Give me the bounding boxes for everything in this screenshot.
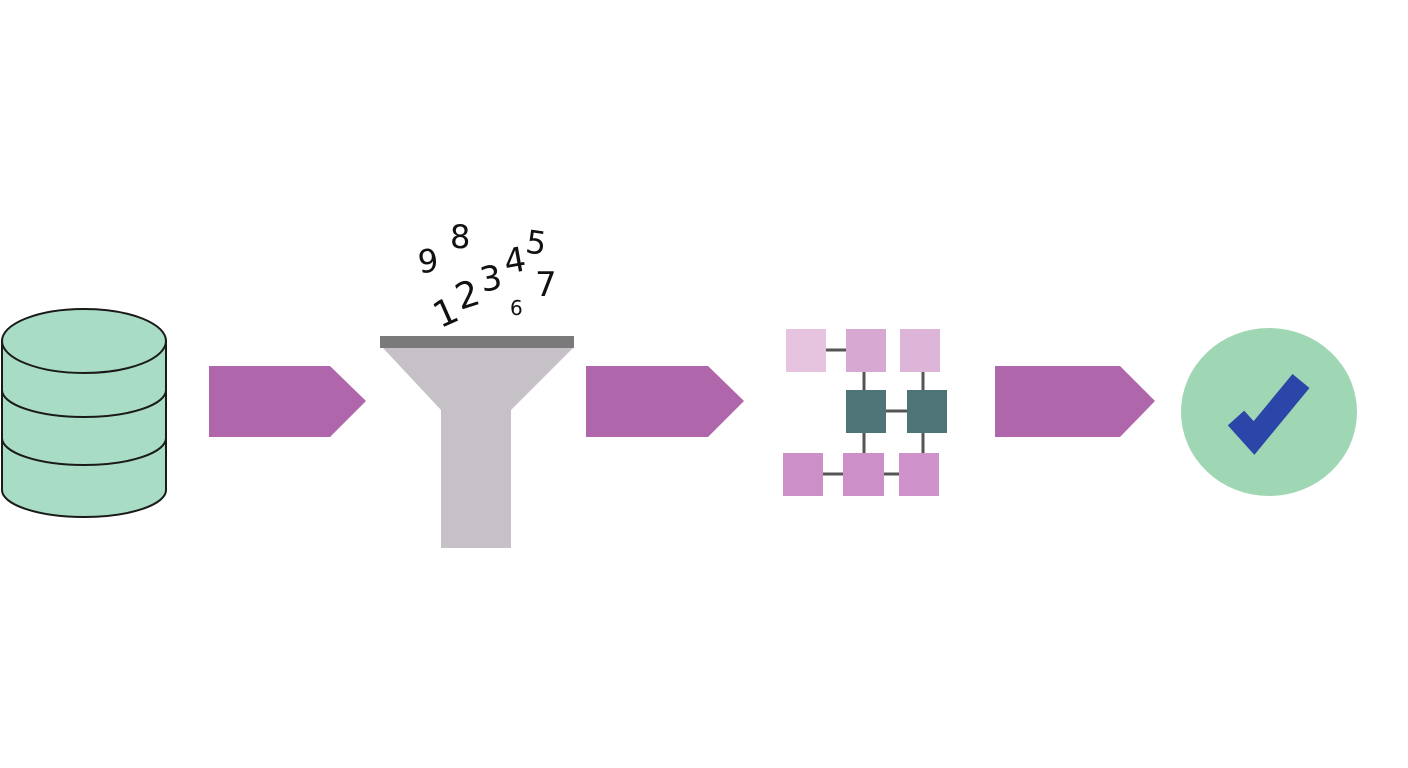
node-connectors: [823, 348, 925, 476]
node-center-left: [846, 390, 886, 433]
funnel-icon: [380, 336, 574, 548]
check-mark: [1227, 374, 1310, 455]
database-ring-2: [1, 437, 167, 466]
flow-arrow-1: [209, 366, 366, 437]
flow-arrow-2: [586, 366, 744, 437]
node-top-left: [786, 329, 826, 372]
node-top-right: [900, 329, 940, 372]
database-ring-1: [1, 389, 167, 418]
digit-9: 9: [416, 241, 440, 281]
digit-8: 8: [450, 218, 470, 256]
digit-7: 7: [535, 265, 557, 305]
funnel-rim: [380, 336, 574, 348]
digits-cluster: 9 8 1 2 3 4 5 6 7: [416, 218, 557, 337]
node-bottom-right: [899, 453, 939, 496]
node-center-right: [907, 390, 947, 433]
database-top: [1, 308, 167, 374]
digit-5: 5: [523, 223, 548, 263]
node-bottom-left: [783, 453, 823, 496]
database-icon: [1, 308, 167, 518]
flow-arrow-3: [995, 366, 1155, 437]
node-bottom-middle: [843, 453, 884, 496]
node-network-icon: [783, 329, 947, 496]
database-body: [1, 340, 167, 518]
funnel-body: [383, 348, 573, 548]
checkmark-circle-icon: [1181, 328, 1357, 496]
digit-3: 3: [477, 258, 505, 301]
digit-6: 6: [510, 296, 523, 320]
node-top-middle: [846, 329, 886, 372]
